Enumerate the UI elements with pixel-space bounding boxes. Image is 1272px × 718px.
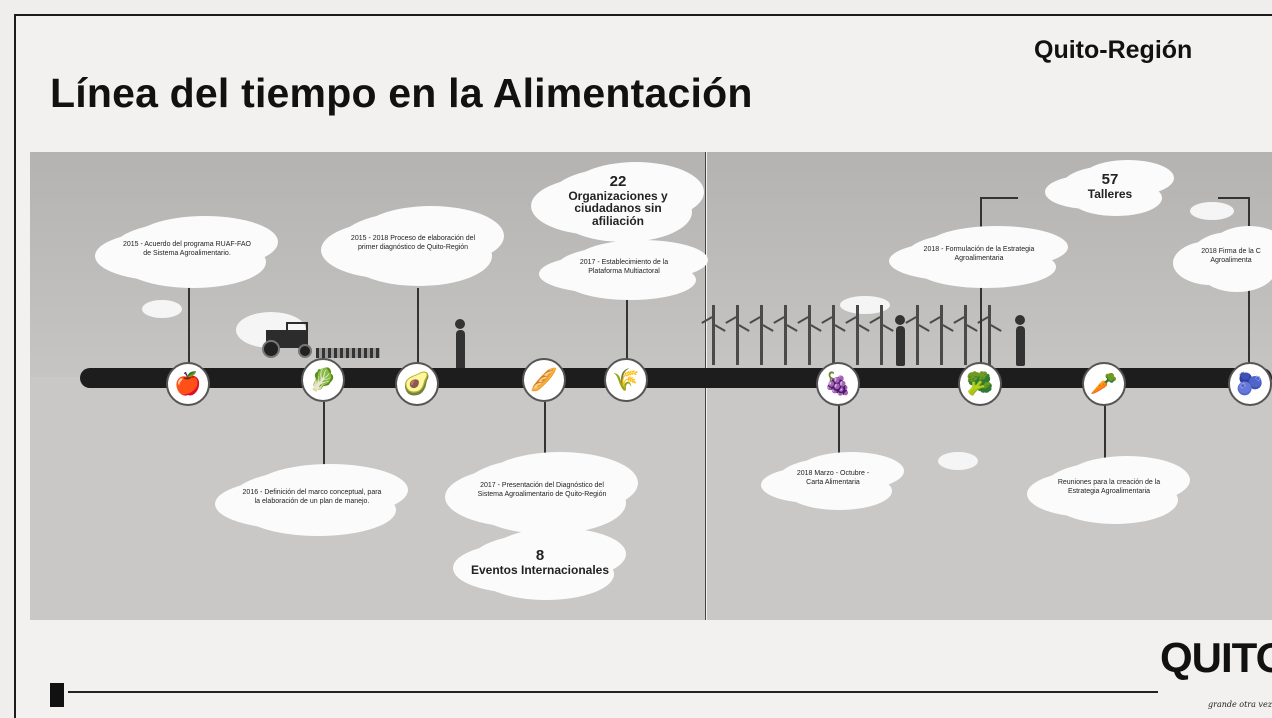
- event-cloud: Reuniones para la creación de la Estrate…: [1044, 462, 1174, 514]
- logo-tagline: grande otra vez: [1208, 700, 1272, 709]
- berry-icon: 🫐: [1228, 362, 1272, 406]
- cloud-decoration: [938, 452, 978, 470]
- cloud-decoration: [840, 296, 890, 314]
- stat-cloud: 22 Organizaciones y ciudadanos sin afili…: [548, 168, 688, 232]
- corn-plant: [856, 305, 859, 365]
- timeline-connector: [980, 197, 1018, 199]
- carrot-icon: 🥕: [1082, 362, 1126, 406]
- corn-plant: [712, 305, 715, 365]
- corn-plant: [880, 305, 883, 365]
- stat-label: Eventos Internacionales: [470, 563, 610, 578]
- slide-marker: [50, 683, 64, 707]
- bread-icon: 🥖: [522, 358, 566, 402]
- region-label: Quito-Región: [1034, 36, 1193, 64]
- timeline-connector: [1248, 290, 1250, 364]
- timeline-connector: [626, 290, 628, 364]
- corn-plant: [760, 305, 763, 365]
- timeline-connector: [417, 288, 419, 364]
- corn-plant: [784, 305, 787, 365]
- corn-plant: [988, 305, 991, 365]
- corn-plant: [916, 305, 919, 365]
- fruits-icon: 🍇: [816, 362, 860, 406]
- corn-plant: [940, 305, 943, 365]
- event-cloud: 2015 - 2018 Proceso de elaboración del p…: [338, 212, 488, 276]
- event-cloud: 2017 - Presentación del Diagnóstico del …: [462, 458, 622, 524]
- stat-label: Organizaciones y ciudadanos sin afiliaci…: [568, 188, 668, 228]
- grain-icon: 🌾: [604, 358, 648, 402]
- event-cloud: 2016 - Definición del marco conceptual, …: [232, 470, 392, 526]
- stat-cloud: 57 Talleres: [1062, 166, 1158, 206]
- avocado-icon: 🥑: [395, 362, 439, 406]
- event-cloud: 2015 - Acuerdo del programa RUAF-FAO de …: [112, 222, 262, 278]
- event-cloud: 2017 - Establecimiento de la Plataforma …: [556, 246, 692, 290]
- timeline-connector: [323, 402, 325, 468]
- vegetables-icon: 🥬: [301, 358, 345, 402]
- corn-plant: [964, 305, 967, 365]
- stat-number: 22: [609, 172, 627, 190]
- corn-plant: [832, 305, 835, 365]
- event-cloud: 2018 - Formulación de la Estrategia Agro…: [906, 232, 1052, 278]
- tractor-illustration: [262, 322, 318, 358]
- timeline-connector: [1104, 402, 1106, 462]
- corn-plant: [736, 305, 739, 365]
- cauliflower-icon: 🥦: [958, 362, 1002, 406]
- stat-number: 57: [1101, 171, 1119, 189]
- footer-rule: [68, 691, 1158, 693]
- stat-number: 8: [535, 547, 545, 565]
- quito-logo: QUITO: [1160, 634, 1272, 681]
- farmer-figure: [455, 319, 465, 370]
- farmer-figure: [1015, 315, 1025, 366]
- slide-title: Línea del tiempo en la Alimentación: [50, 70, 753, 116]
- timeline-connector: [544, 402, 546, 458]
- corn-plant: [808, 305, 811, 365]
- trailer-illustration: [316, 348, 380, 358]
- timeline-connector: [188, 286, 190, 364]
- cloud-decoration: [1190, 202, 1234, 220]
- timeline-connector: [980, 198, 982, 244]
- event-cloud: 2018 Firma de la C Agroalimenta: [1190, 232, 1272, 282]
- farmer-figure: [895, 315, 905, 366]
- timeline-connector: [838, 402, 840, 458]
- timeline-connector: [1248, 198, 1250, 234]
- event-cloud: 2018 Marzo - Octubre - Carta Alimentaria: [778, 458, 888, 500]
- stat-cloud: 8 Eventos Internacionales: [470, 534, 610, 590]
- timeline-connector: [980, 286, 982, 364]
- apple-icon: 🍎: [166, 362, 210, 406]
- timeline-connector: [1218, 197, 1250, 199]
- stat-label: Talleres: [1087, 187, 1133, 202]
- cloud-decoration: [142, 300, 182, 318]
